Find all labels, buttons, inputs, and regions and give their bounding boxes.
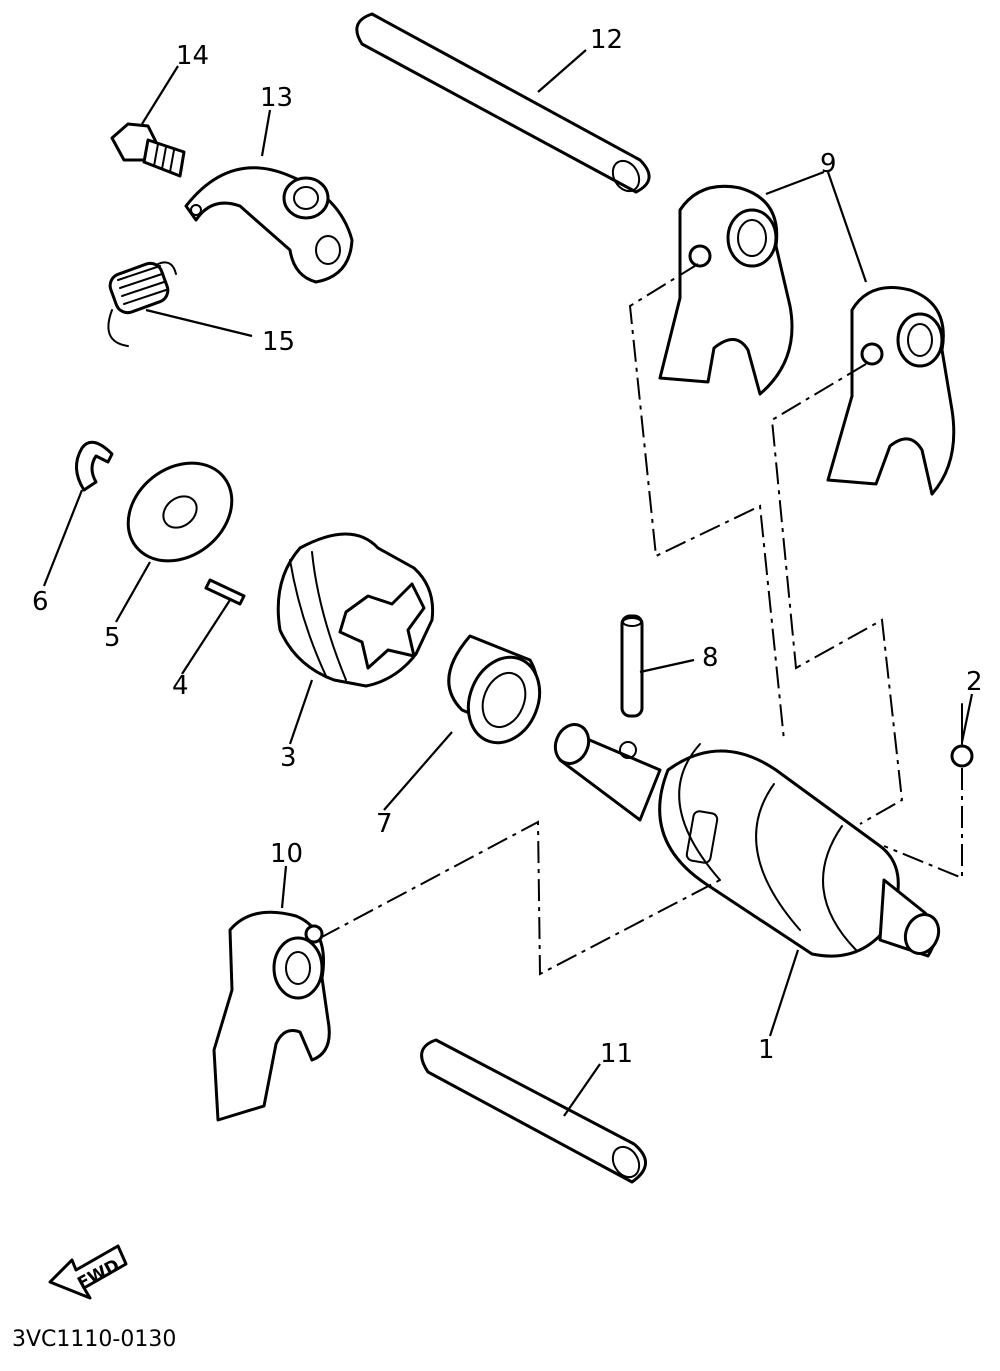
part-13-stopper-lever (184, 166, 354, 284)
part-1-shift-drum (553, 723, 941, 958)
callout-15: 15 (262, 327, 295, 357)
callout-14: 14 (176, 41, 209, 71)
diagram-code: 3VC1110-0130 (12, 1327, 176, 1352)
part-6-circlip (75, 440, 114, 492)
assembly-lines (319, 263, 963, 976)
part-9-shift-fork-b (826, 286, 956, 496)
part-9-shift-fork-a (658, 184, 794, 396)
callout-11: 11 (600, 1039, 633, 1069)
callout-13: 13 (260, 83, 293, 113)
callouts: 1 2 3 4 5 6 7 8 9 10 11 12 13 14 15 (32, 25, 983, 1069)
part-14-bolt (110, 122, 186, 178)
part-7-bearing (447, 634, 542, 745)
callout-3: 3 (280, 743, 297, 773)
fwd-arrow-icon: FWD (48, 1244, 128, 1300)
callout-8: 8 (702, 643, 719, 673)
callout-5: 5 (104, 623, 121, 653)
callout-2: 2 (966, 667, 983, 697)
part-11-guide-bar (420, 1038, 647, 1184)
callout-9: 9 (820, 149, 837, 179)
part-10-shift-fork (212, 910, 331, 1122)
part-8-pin (620, 614, 644, 718)
callout-4: 4 (172, 671, 189, 701)
part-4-pin (204, 578, 246, 606)
callout-1: 1 (758, 1035, 775, 1065)
callout-10: 10 (270, 839, 303, 869)
leader-lines (42, 49, 974, 1117)
callout-6: 6 (32, 587, 49, 617)
part-15-spring (107, 261, 177, 347)
part-3-segment (276, 532, 435, 688)
callout-7: 7 (376, 809, 393, 839)
callout-12: 12 (590, 25, 623, 55)
part-5-washer (126, 461, 234, 563)
part-12-guide-bar (355, 12, 651, 194)
